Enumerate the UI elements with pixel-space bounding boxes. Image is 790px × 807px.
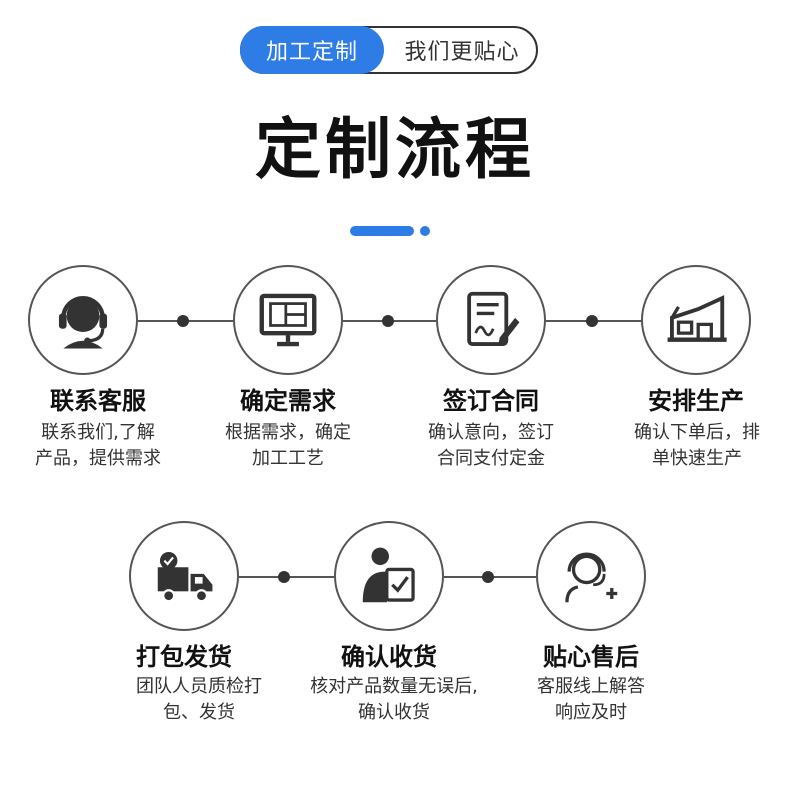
step-2-circle: [233, 265, 343, 375]
step-3-desc-line1: 确认意向，签订: [428, 422, 554, 443]
step-4-title: 安排生产: [648, 387, 744, 415]
step-1-desc-line1: 联系我们,了解: [41, 422, 155, 443]
pill-left-label: 加工定制: [240, 26, 384, 74]
step-5-title: 打包发货: [136, 643, 232, 671]
step-4-desc: 确认下单后，排 单快速生产: [612, 420, 782, 472]
contract-sign-icon: [467, 291, 520, 346]
row1-connector-dot-1: [177, 315, 189, 327]
step-4-desc-line1: 确认下单后，排: [634, 422, 760, 443]
step-2-desc-line2: 加工工艺: [252, 448, 324, 469]
step-1-desc: 联系我们,了解 产品，提供需求: [13, 420, 183, 472]
monitor-blueprint-icon: [259, 293, 317, 347]
step-2-title: 确定需求: [240, 387, 336, 415]
step-1-circle: [28, 265, 138, 375]
step-6-desc-line1: 核对产品数量无误后,: [310, 676, 478, 697]
delivery-truck-icon: [157, 551, 213, 603]
step-6-desc-line2: 确认收货: [358, 702, 430, 723]
step-6-circle: [334, 521, 444, 631]
step-5-circle: [129, 521, 239, 631]
step-7-circle: [536, 521, 646, 631]
step-6-desc: 核对产品数量无误后, 确认收货: [289, 674, 499, 726]
pill-right-label: 我们更贴心: [404, 40, 520, 65]
row1-connector-dot-2: [382, 315, 394, 327]
title-underline-dot: [420, 226, 430, 236]
step-2-desc: 根据需求，确定 加工工艺: [203, 420, 373, 472]
header-pill: 加工定制 我们更贴心: [240, 26, 538, 74]
headset-icon: [58, 296, 108, 349]
page-title: 定制流程: [255, 111, 535, 188]
step-5-desc-line1: 团队人员质检打: [136, 676, 262, 697]
person-checking-icon: [362, 547, 415, 603]
factory-icon: [667, 295, 727, 342]
step-1-desc-line2: 产品，提供需求: [35, 448, 161, 469]
step-3-desc-line2: 合同支付定金: [437, 448, 545, 469]
step-1-title: 联系客服: [50, 387, 146, 415]
customer-service-icon: [565, 552, 618, 603]
row1-connector-dot-3: [586, 315, 598, 327]
step-3-title: 签订合同: [443, 387, 539, 415]
step-5-desc-line2: 包、发货: [163, 702, 235, 723]
step-4-circle: [641, 265, 751, 375]
title-underline-bar: [350, 226, 414, 236]
step-7-title: 贴心售后: [543, 643, 639, 671]
row2-connector-dot-1: [278, 571, 290, 583]
step-3-circle: [436, 265, 546, 375]
row2-connector-dot-2: [482, 571, 494, 583]
step-7-desc-line1: 客服线上解答: [537, 676, 645, 697]
step-2-desc-line1: 根据需求，确定: [225, 422, 351, 443]
step-7-desc-line2: 响应及时: [555, 702, 627, 723]
step-6-title: 确认收货: [341, 643, 437, 671]
step-3-desc: 确认意向，签订 合同支付定金: [406, 420, 576, 472]
step-5-desc: 团队人员质检打 包、发货: [114, 674, 284, 726]
step-4-desc-line2: 单快速生产: [652, 448, 742, 469]
step-7-desc: 客服线上解答 响应及时: [506, 674, 676, 726]
